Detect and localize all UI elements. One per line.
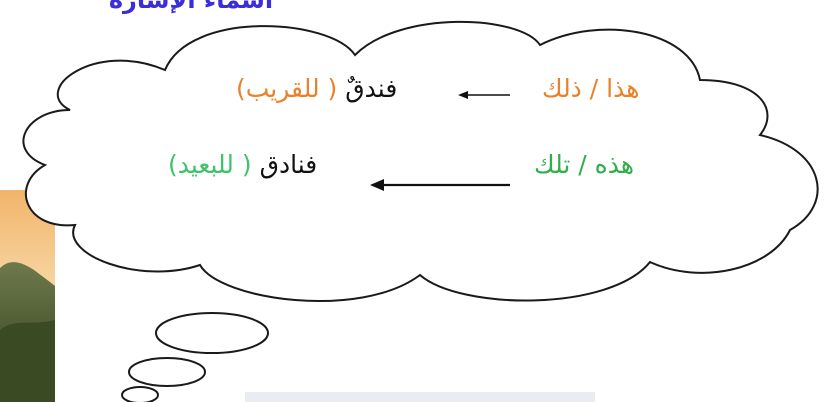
arrow-left-icon — [370, 91, 510, 191]
qualifier-near: ( للقريب) — [236, 74, 338, 103]
pronouns-near: هذا / ذلك — [542, 74, 640, 103]
row-far-pronouns: هذه / تلك — [534, 150, 634, 179]
thought-bubble-trail — [121, 312, 269, 402]
qualifier-far: ( للبعيد) — [168, 150, 252, 179]
noun-singular: فندقٌ — [345, 74, 398, 103]
row-near-pronouns: هذا / ذلك — [542, 74, 639, 103]
pronouns-far: هذه / تلك — [534, 150, 635, 179]
row-near-example: فندقٌ ( للقريب) — [236, 74, 397, 103]
noun-plural: فنادق — [259, 150, 318, 179]
page-title: أسماء الإشارة — [108, 0, 274, 14]
row-far-example: فنادق ( للبعيد) — [168, 150, 317, 179]
